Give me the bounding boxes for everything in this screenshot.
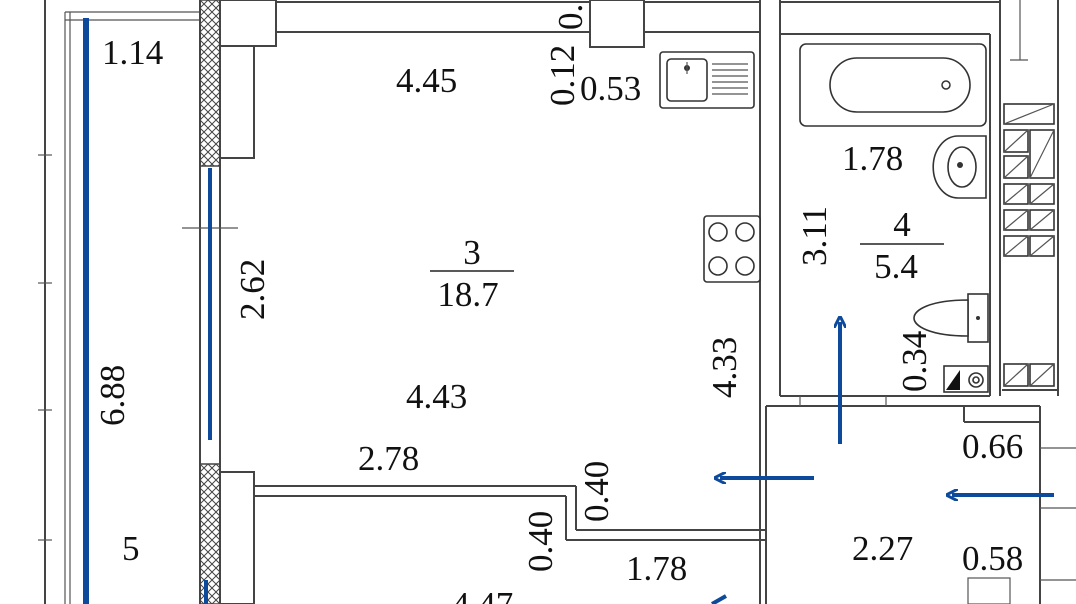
dimension-label: 0.34 bbox=[895, 331, 934, 392]
dimension-label: 2.62 bbox=[233, 259, 272, 320]
dimension-label: 0. bbox=[551, 4, 590, 30]
dimension-label: 4.33 bbox=[705, 337, 744, 398]
dimension-label: 4.43 bbox=[406, 377, 467, 416]
dimension-label: 2.78 bbox=[358, 439, 419, 478]
floor-drain-icon bbox=[943, 365, 989, 393]
dimension-label: 0.40 bbox=[521, 511, 560, 572]
dimension-label: 0.58 bbox=[962, 539, 1023, 578]
ventilation-shafts bbox=[1003, 103, 1055, 387]
room-4-area: 5.4 bbox=[874, 247, 918, 286]
arrow-partial-icon bbox=[711, 594, 727, 604]
room-3-area: 18.7 bbox=[437, 275, 498, 314]
dimension-label: 2.27 bbox=[852, 529, 913, 568]
hatched-wall-bottom bbox=[199, 463, 221, 604]
room-4-number: 4 bbox=[893, 205, 911, 244]
dimension-label: 1.14 bbox=[102, 33, 163, 72]
dimension-label: 4.47 bbox=[452, 585, 513, 604]
dimension-label: 6.88 bbox=[93, 365, 132, 426]
sink-icon bbox=[659, 51, 755, 109]
washbasin-icon bbox=[932, 135, 987, 199]
dimension-label: 0.40 bbox=[577, 461, 616, 522]
window-lines bbox=[83, 18, 212, 604]
dimension-label: 5 bbox=[122, 529, 140, 568]
toilet-icon bbox=[913, 293, 989, 343]
dimension-label: 0.53 bbox=[580, 69, 641, 108]
entry-arrows bbox=[711, 322, 1054, 604]
dimension-label: 3.11 bbox=[795, 206, 834, 266]
bathtub-icon bbox=[799, 43, 987, 127]
dimension-label: 0.12 bbox=[543, 45, 582, 106]
dimension-label: 1.78 bbox=[626, 549, 687, 588]
dimension-label: 0.66 bbox=[962, 427, 1023, 466]
hatched-wall-top bbox=[199, 0, 221, 167]
dimension-label: 1.78 bbox=[842, 139, 903, 178]
room-3-number: 3 bbox=[463, 233, 481, 272]
dimension-label: 4.45 bbox=[396, 61, 457, 100]
columns bbox=[219, 0, 645, 604]
stove-icon bbox=[703, 215, 761, 283]
interior-walls bbox=[254, 0, 1076, 604]
